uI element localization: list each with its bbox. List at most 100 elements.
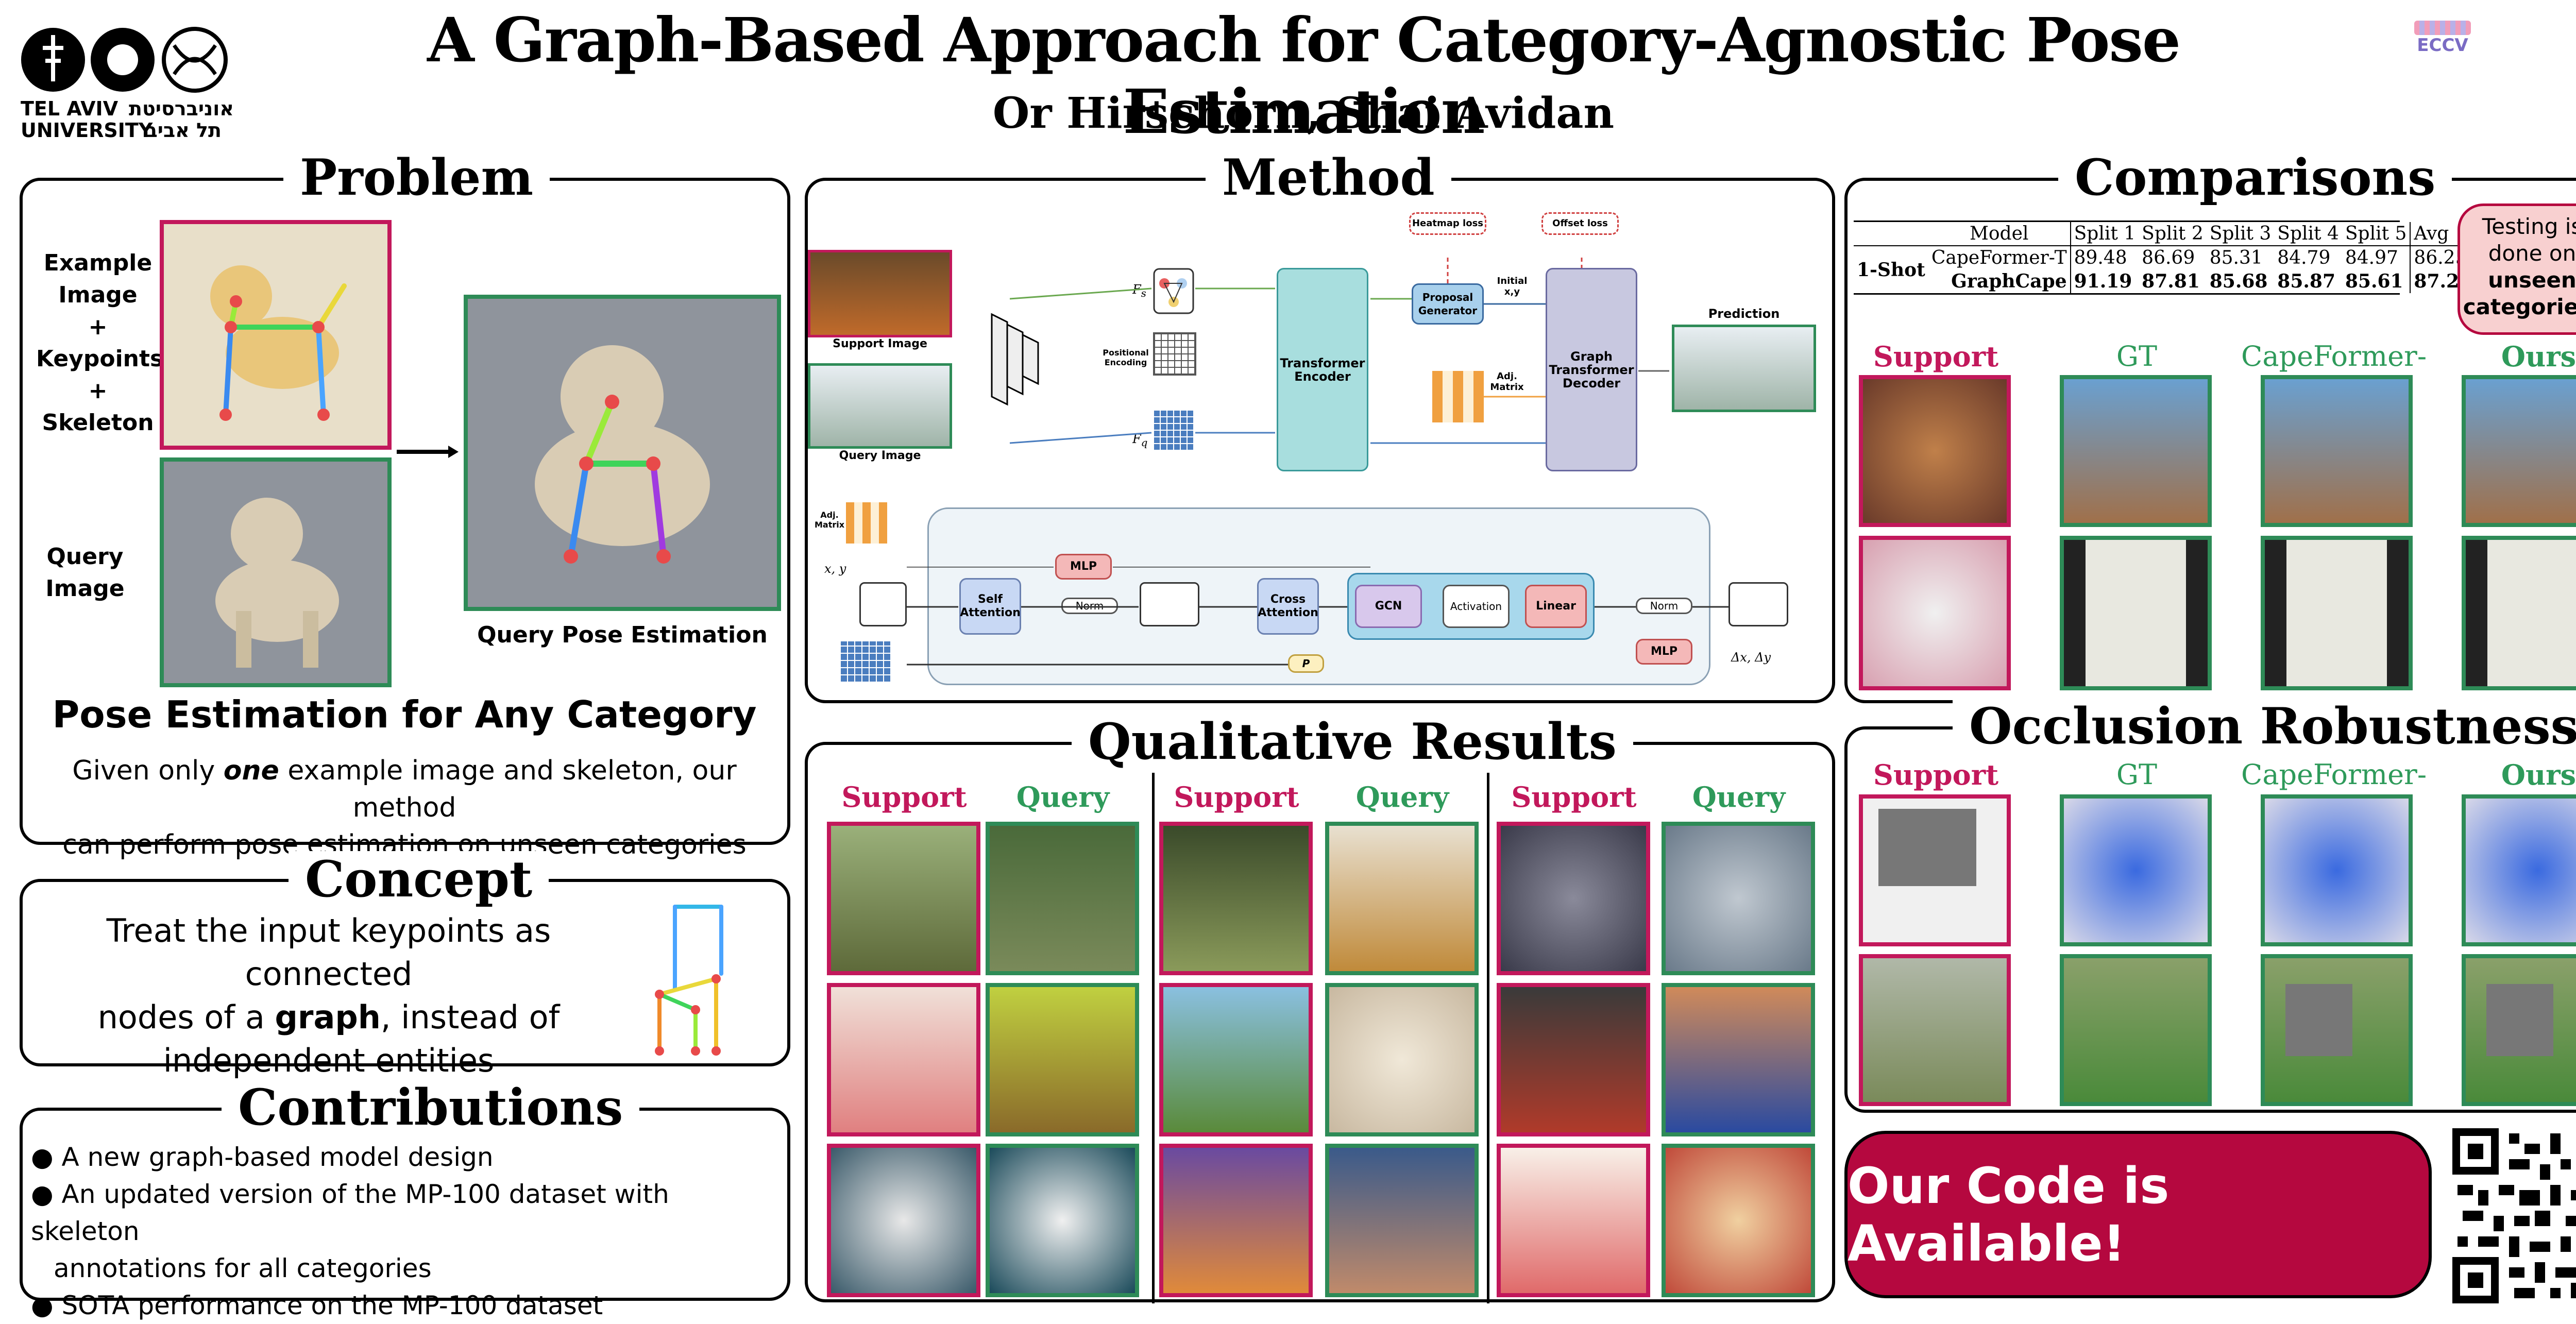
qual-support-label-2: Support: [1174, 780, 1299, 813]
query-pose-caption: Query Pose Estimation: [477, 622, 768, 648]
transformer-encoder-block: Transformer Encoder: [1277, 268, 1368, 471]
self-attention-block: Self Attention: [959, 578, 1021, 635]
qual-query-sheep: [1325, 983, 1479, 1136]
occ-gt-sofa: [2060, 794, 2212, 946]
linear-block: Linear: [1525, 585, 1587, 628]
proposal-generator-block: Proposal Generator: [1412, 283, 1484, 325]
tau-logo: [20, 25, 236, 143]
qual-support-cat: [1497, 822, 1650, 975]
university-name-en: TEL AVIV UNIVERSITY: [21, 97, 153, 142]
detail-adj-matrix: [846, 502, 887, 544]
gcn-block: GCN: [1355, 585, 1422, 628]
comp-capeformer-camel: [2261, 375, 2413, 527]
arrow-right-icon: [397, 444, 459, 462]
graph-transformer-decoder-block: Graph Transformer Decoder: [1546, 268, 1637, 471]
qual-support-label-1: Support: [841, 780, 967, 813]
fq-label: Fq: [1132, 432, 1148, 449]
query-pose-image: [464, 295, 781, 611]
prediction-label: Prediction: [1708, 307, 1780, 321]
concept-heading: Concept: [289, 851, 549, 908]
qualitative-heading: Qualitative Results: [1072, 714, 1633, 770]
adj-matrix-grid: [1432, 371, 1484, 422]
concept-panel: [20, 879, 790, 1066]
problem-heading: Problem: [283, 149, 550, 206]
comparisons-heading: Comparisons: [2058, 149, 2452, 206]
heatmap-loss-box: Heatmap loss: [1409, 212, 1486, 235]
method-heading: Method: [1206, 149, 1451, 206]
occ-capeformer-zebra: [2261, 954, 2413, 1106]
fs-features-icon: [1153, 268, 1194, 316]
qual-support-panda: [827, 1144, 980, 1297]
detail-fs-prime-icon: [1140, 582, 1199, 626]
poster-authors: Or Hirschorn, Shai Avidan: [992, 89, 1615, 138]
example-image: [160, 220, 392, 450]
detail-output-icon: [1728, 582, 1788, 626]
contributions-heading: Contributions: [222, 1079, 640, 1136]
comp-support-camel: [1859, 375, 2011, 527]
detail-norm-block: Norm: [1061, 598, 1118, 614]
fq-features-grid: [1153, 410, 1194, 451]
positional-encoding-grid: [1153, 332, 1196, 376]
occ-gt-zebra: [2060, 954, 2212, 1106]
comp-ours-camel: [2462, 375, 2576, 527]
occ-gt-label: GT: [2116, 758, 2158, 791]
concept-text: Treat the input keypoints as connected n…: [97, 912, 560, 1079]
cross-attention-block: Cross Attention: [1257, 578, 1319, 635]
delta-xy-label: Δx, Δy: [1731, 650, 1771, 665]
occ-support-sofa: [1859, 794, 2011, 946]
code-available-label: Our Code is Available!: [1848, 1157, 2170, 1272]
university-name-he: אוניברסיטת תל אביב: [129, 97, 234, 142]
adj-matrix-label: Adj. Matrix: [1490, 371, 1524, 393]
comp-ours-label: Ours: [2501, 340, 2576, 373]
qual-query-woman: [1662, 1144, 1815, 1297]
occ-ours-sofa: [2462, 794, 2576, 946]
comp-gt-camel: [2060, 375, 2212, 527]
prediction-image: [1672, 325, 1816, 412]
qual-support-chair: [1159, 822, 1313, 975]
eccv-logo: ECCV: [2414, 21, 2471, 57]
qual-query-chair: [1325, 822, 1479, 975]
occ-support-zebra: [1859, 954, 2011, 1106]
support-image-thumb: [808, 250, 952, 337]
query-image: [160, 457, 392, 687]
offset-loss-box: Offset loss: [1541, 212, 1619, 235]
qr-code-icon[interactable]: [2452, 1128, 2576, 1303]
comp-gt-label: GT: [2116, 340, 2158, 372]
qual-query-bed: [986, 983, 1139, 1136]
contributions-list: ● A new graph-based model design ● An up…: [31, 1139, 783, 1324]
qual-support-horse: [827, 822, 980, 975]
contributions-panel: [20, 1108, 790, 1301]
method-flow-arrows: [948, 258, 1680, 507]
comp-ours-shirt: [2462, 536, 2576, 690]
qual-query-label-1: Query: [1016, 780, 1110, 813]
qualitative-divider-2: [1487, 773, 1489, 1303]
qual-query-cat: [1662, 822, 1815, 975]
qual-support-sheep: [1159, 983, 1313, 1136]
backbone-icon: [989, 309, 1051, 414]
list-item: ● A new graph-based model design: [31, 1142, 494, 1172]
list-item: ● SOTA performance on the MP-100 dataset: [31, 1291, 603, 1320]
occ-ours-label: Ours: [2501, 758, 2576, 791]
detail-flow-lines: [907, 566, 1741, 672]
query-image-thumb: [808, 363, 952, 449]
code-available-banner[interactable]: Our Code is Available!: [1844, 1131, 2432, 1298]
qualitative-divider-1: [1152, 773, 1155, 1303]
detail-mlp2-block: MLP: [1636, 639, 1692, 665]
comp-support-shirt: [1859, 536, 2011, 690]
occ-capeformer-sofa: [2261, 794, 2413, 946]
pq-block: P: [1288, 654, 1324, 673]
occ-ours-zebra: [2462, 954, 2576, 1106]
qual-support-ironman: [1497, 983, 1650, 1136]
activation-block: Activation: [1443, 585, 1510, 628]
qual-query-horse: [986, 822, 1139, 975]
detail-norm2-block: Norm: [1636, 598, 1692, 614]
query-image-label: Query Image: [839, 449, 921, 462]
qual-support-unicorn: [1159, 1144, 1313, 1297]
initial-xy-label: Initial x,y: [1497, 276, 1528, 297]
detail-mlp-block: MLP: [1055, 554, 1112, 580]
qual-query-label-3: Query: [1692, 780, 1786, 813]
comp-gt-shirt: [2060, 536, 2212, 690]
comparison-table: Model Split 1 Split 2 Split 3 Split 4 Sp…: [1854, 220, 2476, 295]
